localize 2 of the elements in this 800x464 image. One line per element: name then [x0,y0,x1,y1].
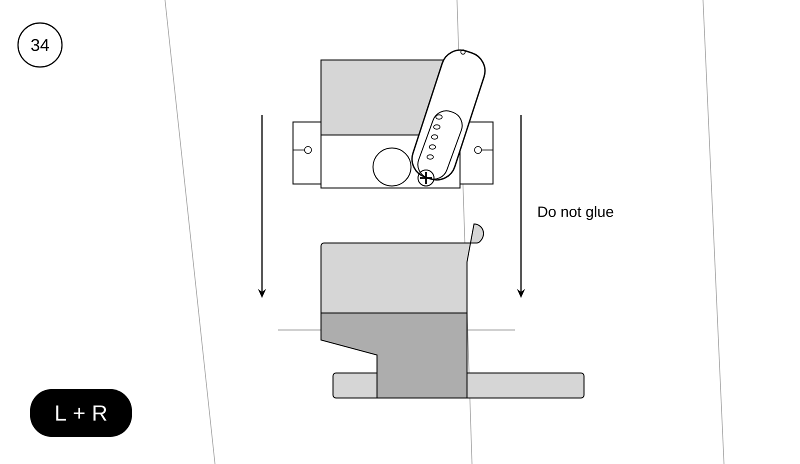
side-badge: L + R [30,389,132,437]
instruction-text: Do not glue [538,206,614,220]
